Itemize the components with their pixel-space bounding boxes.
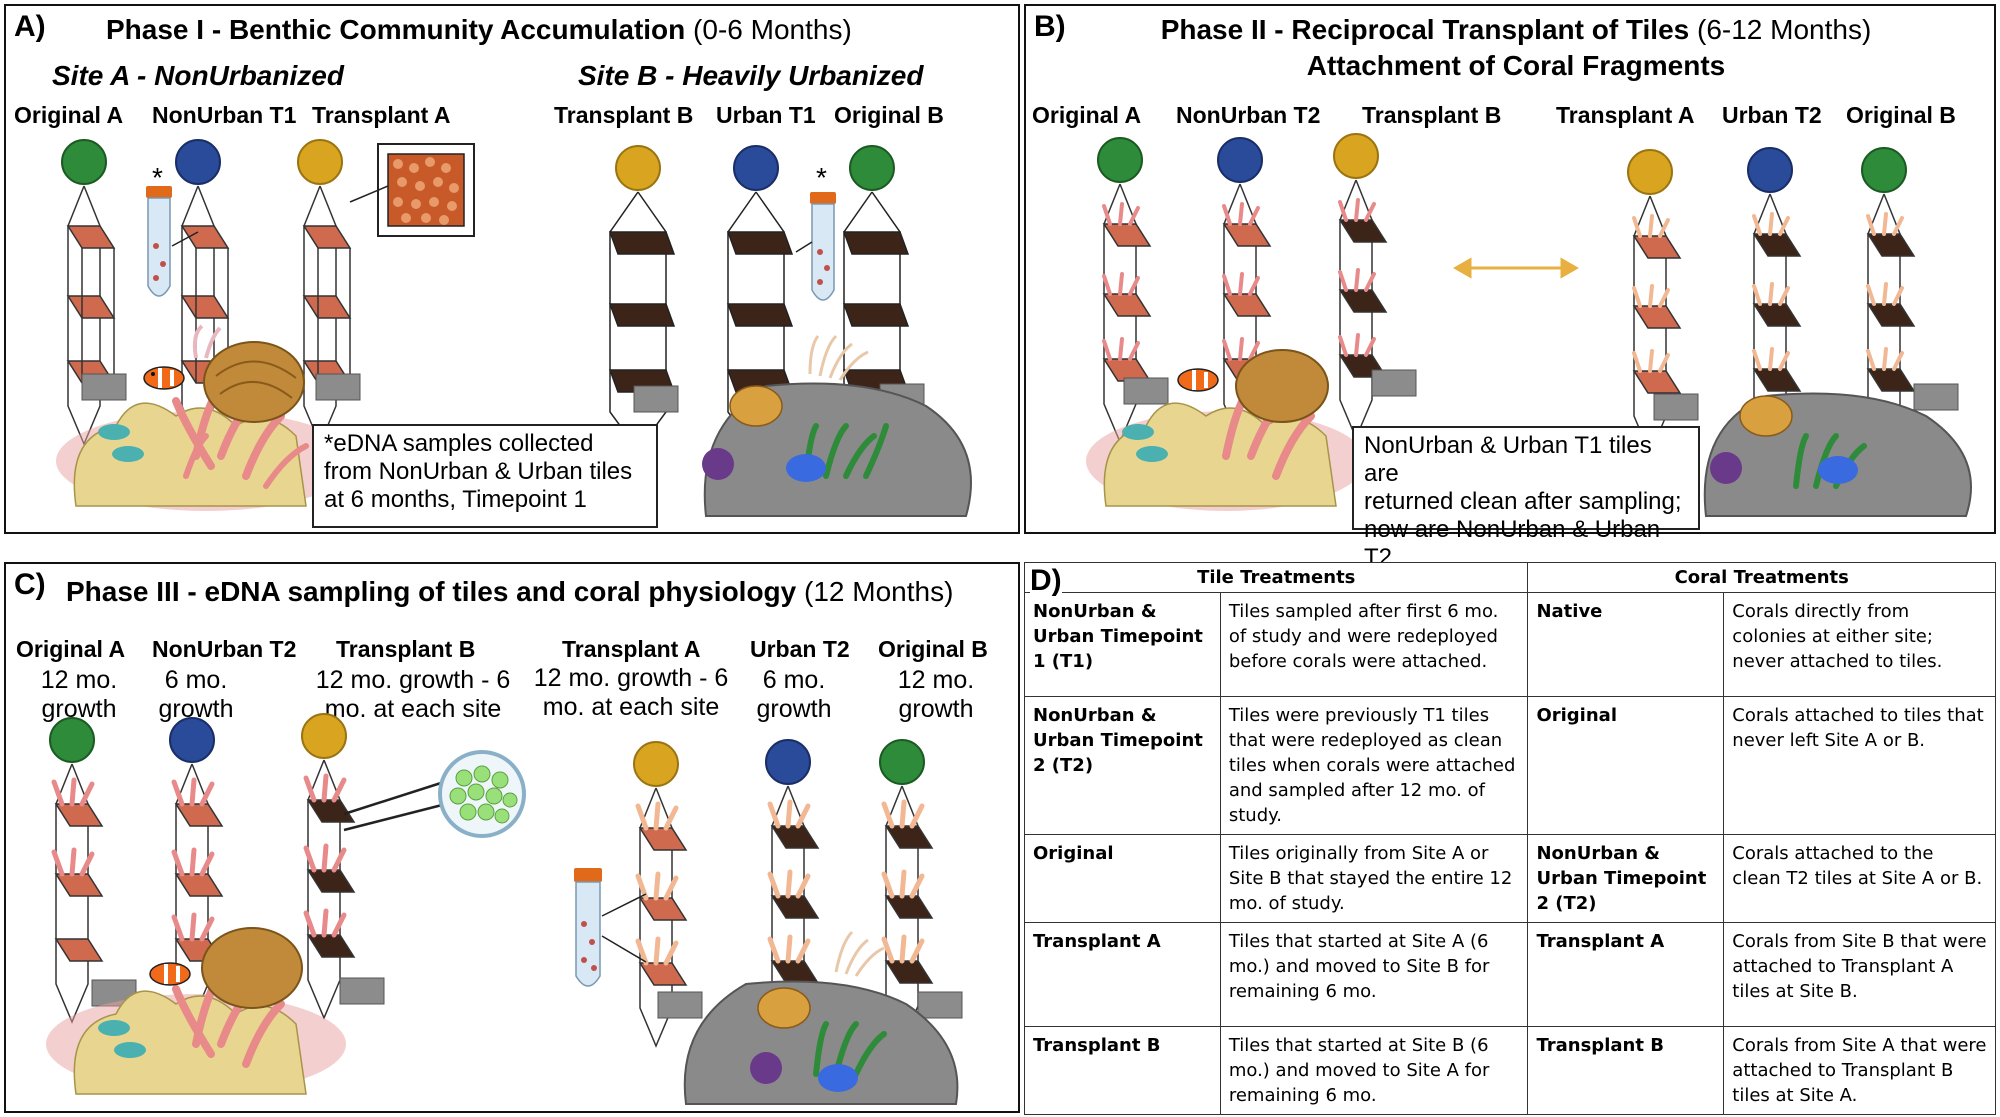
panel-d-label: D) [1030,564,1062,598]
green-float [49,717,95,763]
col-original-a: Original A [1032,102,1142,128]
col-urban-t1: Urban T1 [716,102,816,128]
gold-float [301,713,347,759]
panel-c: C) Phase III - eDNA sampling of tiles an… [4,562,1020,1113]
weight [1123,369,1959,421]
col-nonurban-t2: NonUrban T2 [152,636,297,662]
gold-float [1333,133,1379,179]
col-nonurban-t2: NonUrban T2 [1176,102,1321,128]
col-original-a: Original A [14,102,124,128]
blue-float [733,145,779,191]
col-original-a: Original A [16,636,126,662]
panel-b-label: B) [1034,10,1066,43]
reef-site-b [1703,392,1972,517]
reef-site-a [56,324,356,511]
col-nonurban-t1: NonUrban T1 [152,102,297,128]
panel-a-artwork [56,139,972,517]
green-float [1861,147,1907,193]
col-transplant-a: Transplant A [1556,102,1695,128]
blue-float [175,139,221,185]
reef-site-b [702,334,972,517]
growth-urban-t2: 6 mo. growth [756,666,832,723]
panel-d: Tile Treatments Coral Treatments NonUrba… [1023,562,1996,1115]
blue-float [169,717,215,763]
table-row: NonUrban & Urban Timepoint 2 (T2) Tiles … [1024,696,1996,835]
gold-float [615,145,661,191]
reef-site-a [46,927,346,1095]
tile-treatments-header: Tile Treatments [1023,562,1529,593]
col-original-b: Original B [834,102,944,128]
col-urban-t2: Urban T2 [750,636,850,662]
clownfish [143,366,185,390]
panel-c-label: C) [14,568,46,601]
algae-magnifier [343,750,526,838]
asterisk-a: * [152,162,163,193]
clownfish [149,962,191,986]
green-float [849,145,895,191]
panel-b-title: Phase II - Reciprocal Transplant of Tile… [1160,14,1872,45]
gold-float [1627,149,1673,195]
blue-float [1217,137,1263,183]
clownfish [1177,368,1219,392]
edna-tube [146,186,199,297]
gold-float [297,139,343,185]
treatments-table: Tile Treatments Coral Treatments NonUrba… [1023,562,1996,1115]
panel-a: A) Phase I - Benthic Community Accumulat… [4,4,1020,534]
panel-b-artwork [1086,133,1972,517]
site-a-label: Site A - NonUrbanized [52,60,344,91]
swap-arrow [1452,257,1580,279]
green-float [1097,137,1143,183]
coral-treatments-header: Coral Treatments [1527,562,1996,593]
fish [98,424,144,462]
table-row: Transplant B Tiles that started at Site … [1024,1026,1996,1115]
asterisk-b: * [816,162,827,193]
panel-c-artwork [46,713,963,1105]
tile-stack-coral [51,759,934,1048]
green-float [879,739,925,785]
edna-note: *eDNA samples collected from NonUrban & … [312,424,658,528]
green-float [61,139,107,185]
table-row: Original Tiles originally from Site A or… [1024,834,1996,923]
panel-c-title: Phase III - eDNA sampling of tiles and c… [66,576,954,607]
growth-transplant-b: 12 mo. growth - 6 mo. at each site [315,666,511,723]
col-original-b: Original B [878,636,988,662]
growth-transplant-a: 12 mo. growth - 6 mo. at each site [533,664,729,721]
panel-a-title: Phase I - Benthic Community Accumulation… [106,14,852,45]
tile-texture-inset [349,143,475,237]
col-transplant-b: Transplant B [336,636,476,662]
blue-float [1747,147,1793,193]
table-row: Transplant A Tiles that started at Site … [1024,922,1996,1027]
edna-tube [795,192,836,301]
col-transplant-b: Transplant B [1362,102,1502,128]
tile-stack-coral [1102,179,1916,456]
growth-original-a: 12 mo. growth [40,666,118,723]
gold-float [633,741,679,787]
site-b-label: Site B - Heavily Urbanized [578,60,924,91]
col-urban-t2: Urban T2 [1722,102,1822,128]
weight [81,373,925,413]
growth-original-b: 12 mo. growth [897,666,975,723]
blue-float [765,739,811,785]
col-transplant-a: Transplant A [562,636,701,662]
weight [91,977,963,1019]
col-transplant-b: Transplant B [554,102,694,128]
panel-b: B) Phase II - Reciprocal Transplant of T… [1024,4,1996,571]
reef-site-a [1086,349,1366,511]
panel-b-subtitle: Attachment of Coral Fragments [1306,50,1726,81]
reef-site-b [683,930,959,1105]
edna-tube [574,868,647,987]
panel-a-label: A) [14,10,46,43]
col-transplant-a: Transplant A [312,102,451,128]
return-note: NonUrban & Urban T1 tiles are returned c… [1352,426,1700,571]
col-original-b: Original B [1846,102,1956,128]
table-row: NonUrban & Urban Timepoint 1 (T1) Tiles … [1024,592,1996,697]
